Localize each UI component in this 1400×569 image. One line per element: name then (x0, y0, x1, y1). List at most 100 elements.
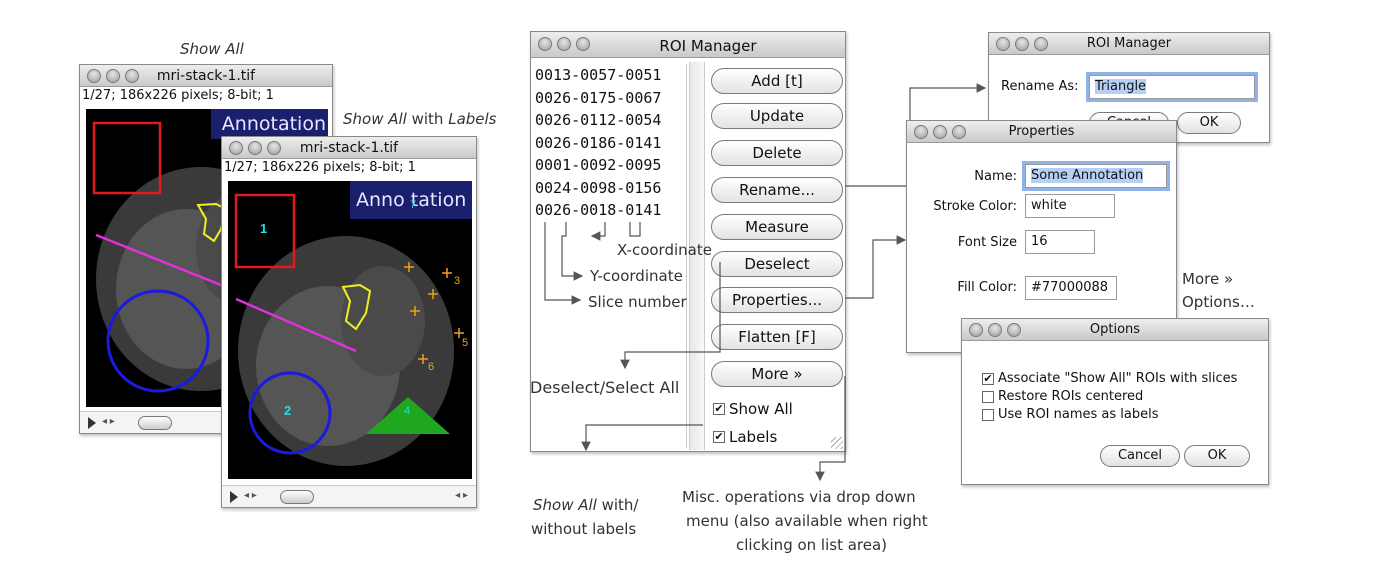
fill-color-input[interactable]: #77000088 (1025, 276, 1117, 300)
resize-grip-icon[interactable] (831, 437, 843, 449)
zoom-icon[interactable] (125, 69, 139, 83)
list-item[interactable]: 0013-0057-0051 (535, 66, 662, 84)
zoom-icon[interactable] (267, 141, 281, 155)
stroke-color-input[interactable]: white (1025, 194, 1115, 218)
scroll-left-icon[interactable]: ◂ ▸ (102, 416, 115, 427)
stack-scrollbar[interactable]: ◂ ▸ ◂ ▸ (222, 485, 476, 507)
deselect-button[interactable]: Deselect (711, 251, 843, 277)
title-bar[interactable]: ROI Manager (531, 32, 845, 58)
list-item[interactable]: 0026-0112-0054 (535, 111, 662, 129)
delete-button[interactable]: Delete (711, 140, 843, 166)
roi-rectangle[interactable] (92, 121, 162, 195)
image-window-2: mri-stack-1.tif 1/27; 186x226 pixels; 8-… (221, 136, 477, 508)
labels-checkbox[interactable]: ✔Labels (713, 428, 777, 446)
options-dialog: Options ✔ Associate "Show All" ROIs with … (961, 318, 1269, 485)
scroll-right-icon[interactable]: ◂ ▸ (455, 490, 468, 501)
minimize-icon[interactable] (1015, 37, 1029, 51)
measure-button[interactable]: Measure (711, 214, 843, 240)
minimize-icon[interactable] (557, 37, 571, 51)
restore-rois-centered-checkbox[interactable]: Restore ROIs centered (982, 389, 1143, 404)
scroll-thumb[interactable] (138, 416, 172, 430)
checkbox-checked-icon[interactable]: ✔ (713, 402, 725, 415)
zoom-icon[interactable] (576, 37, 590, 51)
roi-polygon[interactable] (341, 283, 372, 331)
image-window-1: mri-stack-1.tif 1/27; 186x226 pixels; 8-… (79, 64, 333, 434)
minimize-icon[interactable] (988, 323, 1002, 337)
checkbox-unchecked-icon[interactable] (982, 390, 994, 403)
close-icon[interactable] (969, 323, 983, 337)
roi-circle[interactable] (248, 371, 332, 455)
checkbox-checked-icon[interactable]: ✔ (982, 371, 994, 385)
name-input[interactable]: Some Annotation (1025, 164, 1167, 188)
list-item[interactable]: 0024-0098-0156 (535, 178, 662, 197)
list-item[interactable]: 0001-0092-0095 (535, 156, 662, 174)
more-button[interactable]: More » (711, 361, 843, 387)
roi-label-3: 3 (454, 275, 461, 287)
fill-color-label: Fill Color: (957, 280, 1017, 295)
minimize-icon[interactable] (933, 125, 947, 139)
ok-button[interactable]: OK (1184, 445, 1250, 467)
roi-list[interactable]: 0013-0057-0051 0026-0175-0067 0026-0112-… (535, 64, 687, 448)
close-icon[interactable] (229, 141, 243, 155)
close-icon[interactable] (914, 125, 928, 139)
play-icon[interactable] (230, 491, 238, 503)
window-title: ROI Manager (1086, 36, 1172, 51)
zoom-icon[interactable] (1007, 323, 1021, 337)
rename-button[interactable]: Rename... (711, 177, 843, 203)
minimize-icon[interactable] (106, 69, 120, 83)
roi-label-7: 7 (410, 199, 417, 211)
checkbox-label: Use ROI names as labels (998, 407, 1159, 422)
mri-image[interactable]: Annotation (86, 109, 328, 407)
title-bar[interactable]: mri-stack-1.tif (222, 137, 476, 159)
zoom-icon[interactable] (1034, 37, 1048, 51)
window-title: Options (1089, 322, 1141, 337)
scroll-left-icon[interactable]: ◂ ▸ (244, 490, 257, 501)
title-bar[interactable]: Properties (907, 121, 1176, 143)
close-icon[interactable] (996, 37, 1010, 51)
list-item[interactable]: 0026-0186-0141 (535, 133, 662, 152)
window-title: mri-stack-1.tif (299, 140, 399, 156)
caption-part: with/ (596, 496, 639, 514)
title-bar[interactable]: mri-stack-1.tif (80, 65, 332, 87)
ok-button[interactable]: OK (1177, 112, 1241, 134)
roi-triangle[interactable] (366, 397, 450, 434)
caption-misc-2: menu (also available when right (686, 512, 928, 530)
list-item[interactable]: 0026-0018-0141 (535, 201, 662, 219)
caption-misc-3: clicking on list area) (736, 536, 888, 554)
minimize-icon[interactable] (248, 141, 262, 155)
head-inner (341, 266, 425, 376)
update-button[interactable]: Update (711, 103, 843, 129)
annotation-box (350, 181, 472, 219)
mri-image[interactable]: Anno tation 1 2 3 4 5 6 7 (228, 181, 472, 479)
flatten-button[interactable]: Flatten [F] (711, 324, 843, 350)
scroll-thumb[interactable] (280, 490, 314, 504)
point-rois[interactable] (404, 262, 464, 364)
roi-label-2: 2 (284, 403, 292, 418)
close-icon[interactable] (538, 37, 552, 51)
list-scrollbar[interactable] (689, 62, 705, 450)
font-size-input[interactable]: 16 (1025, 230, 1095, 254)
checkbox-unchecked-icon[interactable] (982, 408, 994, 421)
roi-circle[interactable] (106, 289, 210, 393)
list-item[interactable]: 0026-0175-0067 (535, 88, 662, 107)
checkbox-checked-icon[interactable]: ✔ (713, 430, 725, 443)
close-icon[interactable] (87, 69, 101, 83)
use-roi-names-checkbox[interactable]: Use ROI names as labels (982, 407, 1159, 422)
play-icon[interactable] (88, 417, 96, 429)
roi-line[interactable] (235, 297, 357, 353)
roi-label-5: 5 (462, 337, 469, 349)
cancel-button[interactable]: Cancel (1100, 445, 1180, 467)
roi-rectangle[interactable] (234, 193, 296, 269)
add-button[interactable]: Add [t] (711, 68, 843, 94)
title-bar[interactable]: ROI Manager (989, 33, 1269, 55)
roi-line[interactable] (95, 233, 227, 289)
roi-label-1: 1 (260, 221, 268, 236)
associate-show-all-checkbox[interactable]: ✔ Associate "Show All" ROIs with slices (982, 371, 1237, 386)
rename-input[interactable]: Triangle (1089, 75, 1255, 99)
zoom-icon[interactable] (952, 125, 966, 139)
roi-polygon[interactable] (196, 202, 228, 243)
title-bar[interactable]: Options (962, 319, 1268, 341)
checkbox-label: Associate "Show All" ROIs with slices (998, 371, 1238, 386)
show-all-checkbox[interactable]: ✔Show All (713, 400, 793, 418)
properties-button[interactable]: Properties... (711, 287, 843, 313)
